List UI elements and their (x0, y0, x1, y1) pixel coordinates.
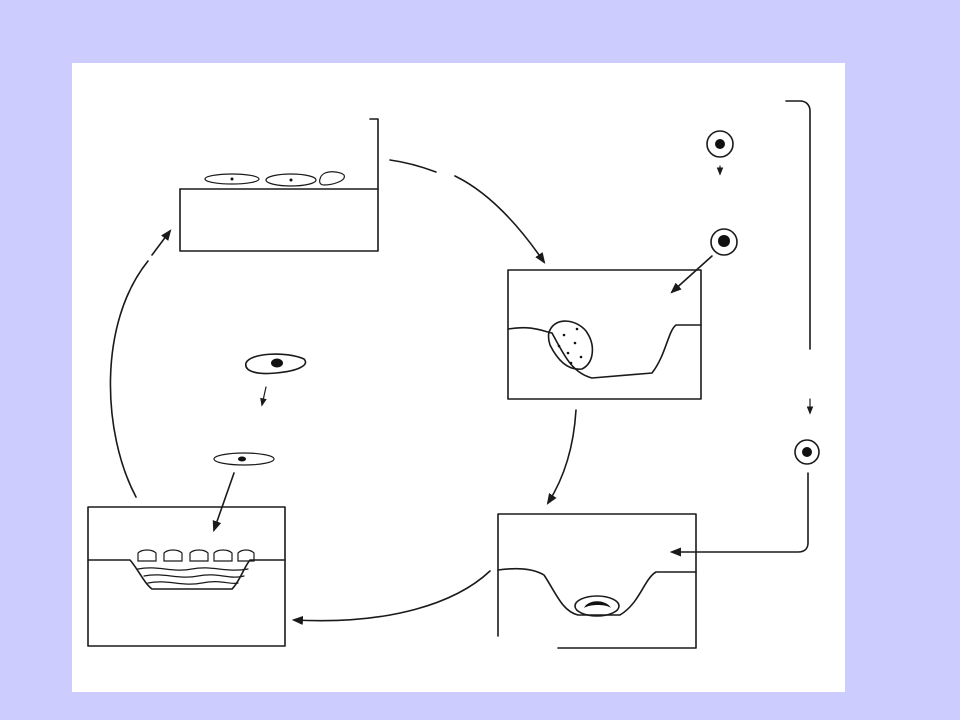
stage2-pit-outline (507, 324, 702, 379)
precursor-cell-1-nucleus (715, 139, 725, 149)
precursor-cell-1 (706, 130, 734, 158)
osteoblast-lineage (212, 353, 307, 533)
lineage-bracket (785, 100, 811, 350)
osteoid-layer-1 (137, 567, 249, 571)
resorption-pit-stage (507, 269, 702, 400)
osteoclast-dot (573, 341, 577, 345)
osteoclast-dot (557, 344, 561, 348)
precursor-cell-2 (710, 228, 738, 256)
osteoclast-dot (566, 351, 570, 355)
precursor-to-formation-arrow (212, 472, 235, 533)
figure-panel (72, 63, 845, 692)
osteoblast-3 (189, 549, 209, 562)
osteoblast-2 (163, 549, 183, 562)
cycle-arrow-3 (291, 570, 491, 625)
stage1-frame (179, 118, 379, 252)
stage3-frame (497, 513, 697, 649)
cycle-arrow-4a (109, 260, 149, 498)
monocyte-nucleus (802, 447, 812, 457)
lining-cell-1 (204, 173, 260, 185)
osteoblast-precursor-cell (213, 452, 275, 466)
osteoclast-dot (579, 355, 583, 359)
cycle-diagram (87, 100, 820, 649)
cycle-arrow-1a (389, 159, 437, 173)
lining-cell-1-nucleus (230, 177, 234, 181)
osteoid-layer-2 (143, 574, 245, 578)
osteoblast-1 (137, 549, 157, 562)
reversal-cell-nucleus (584, 601, 611, 608)
cycle-arrow-1b (454, 175, 546, 264)
precursor-lineage (670, 130, 738, 294)
osteoid-layer-3 (147, 580, 239, 585)
stage4-pit-outline (87, 559, 286, 590)
osteoclast-dot (575, 327, 579, 331)
preosteoblast-cell (245, 353, 307, 375)
osteoclast-cell (547, 320, 594, 370)
monocyte-cell (794, 439, 820, 465)
precursor-to-osteoclast-arrow (670, 255, 713, 294)
stage3-pit-outline (497, 567, 697, 616)
preosteoblast-arrow (260, 386, 267, 407)
reversal-stage (497, 513, 697, 649)
preosteoblast-nucleus (271, 358, 283, 368)
lining-cell-2-nucleus (289, 178, 293, 182)
monocyte-lineage (669, 100, 820, 557)
cycle-arrows (109, 159, 577, 625)
osteoblast-precursor-nucleus (238, 456, 246, 462)
monocyte-to-reversal-arrow (669, 472, 809, 557)
cycle-arrow-4b (151, 229, 172, 256)
osteoblast-4 (213, 549, 233, 562)
osteoclast-dot (569, 361, 573, 365)
lining-cell-3 (319, 171, 345, 186)
osteoblast-5 (237, 549, 255, 562)
osteoclast-dot (562, 333, 566, 337)
reversal-cell (574, 595, 620, 617)
stage2-frame (507, 269, 702, 400)
lining-cells-stage (179, 118, 379, 252)
formation-stage (87, 506, 286, 647)
precursor-cell-2-nucleus (718, 235, 730, 247)
stage4-frame (87, 506, 286, 647)
lining-cell-2 (265, 173, 317, 187)
cycle-arrow-2 (546, 409, 577, 505)
